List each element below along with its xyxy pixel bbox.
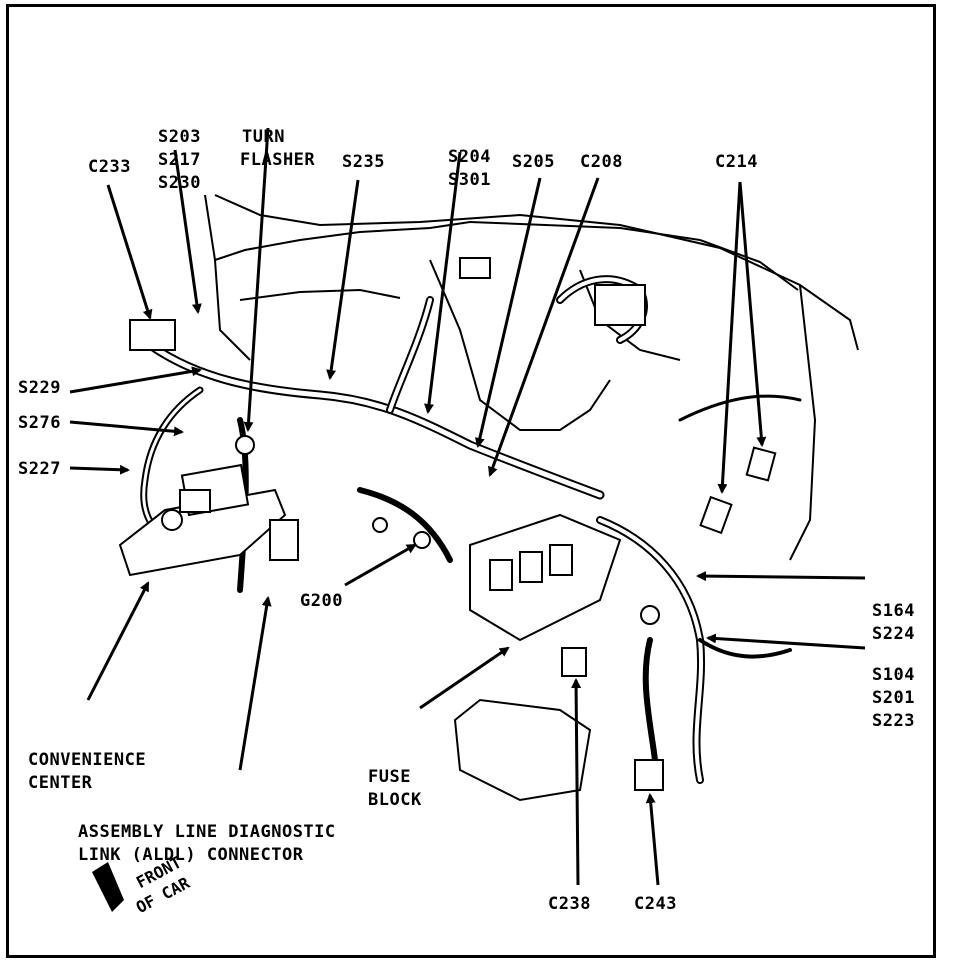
fuse-block-component [453,513,622,802]
connector-blocks [129,257,777,791]
label-c208: C208 [580,152,623,172]
convenience-center-component [118,463,287,577]
label-c214: C214 [715,152,758,172]
label-s235: S235 [342,152,385,172]
leader-arrows [69,127,866,886]
label-s229: S229 [18,378,61,398]
label-c233: C233 [88,157,131,177]
label-c243: C243 [634,894,677,914]
diagram-frame [6,4,936,958]
label-s205: S205 [512,152,555,172]
front-of-car-arrow [92,862,124,912]
label-s227: S227 [18,459,61,479]
dashboard-outline [204,194,859,561]
label-s276: S276 [18,413,61,433]
label-g200: G200 [300,591,343,611]
label-c238: C238 [548,894,591,914]
